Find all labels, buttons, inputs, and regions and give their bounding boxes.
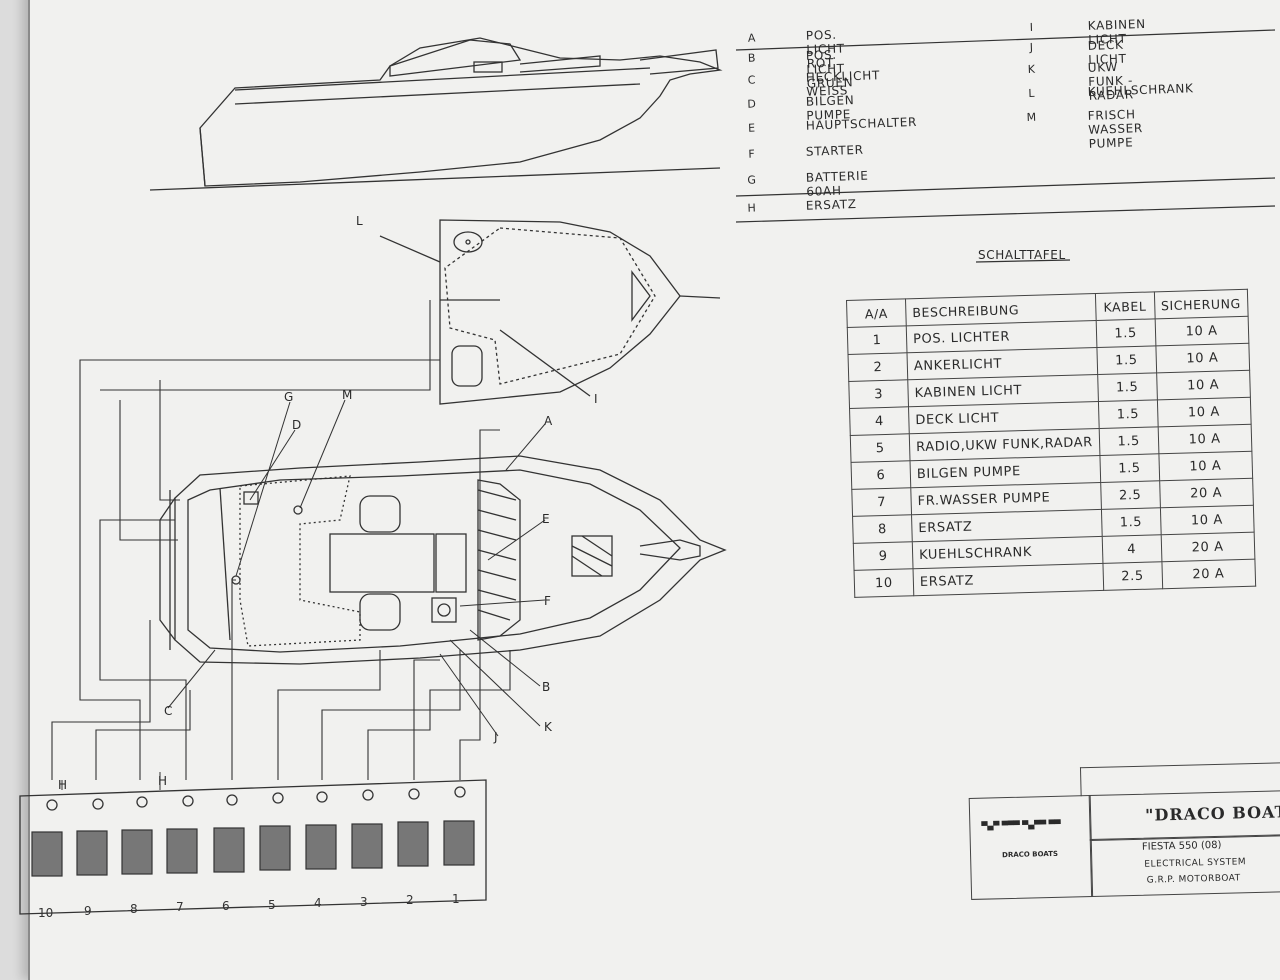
logo-box	[968, 795, 1094, 900]
legend-label: FRISCH WASSER PUMPE	[1087, 107, 1144, 151]
callout-B: B	[542, 680, 551, 694]
switch-number: 3	[360, 895, 368, 909]
column-header: A/A	[846, 298, 907, 328]
column-header: SICHERUNG	[1154, 289, 1248, 319]
table-cell: 3	[848, 379, 909, 409]
legend-key: A	[747, 31, 757, 45]
table-cell: 20 A	[1161, 559, 1256, 589]
switch-number: 9	[84, 904, 92, 918]
table-cell: 7	[851, 487, 912, 517]
legend-key: D	[747, 97, 757, 111]
drawing-sheet	[28, 0, 1280, 980]
table-cell: 4	[849, 406, 910, 436]
table-cell: 4	[1101, 534, 1162, 564]
table-cell: 10 A	[1160, 505, 1254, 535]
legend-key: K	[1027, 62, 1036, 77]
table-cell: 2.5	[1102, 561, 1163, 591]
switch-number: 5	[268, 898, 276, 912]
callout-I: I	[594, 392, 599, 406]
table-cell: 10 A	[1154, 316, 1249, 346]
switch-number: 1	[452, 892, 460, 906]
switch-number: 10	[38, 906, 54, 920]
legend-key: B	[747, 51, 757, 65]
table-cell: 1.5	[1096, 345, 1157, 375]
callout-A: A	[544, 414, 553, 428]
callout-D: D	[292, 418, 302, 432]
table-cell: 20 A	[1159, 478, 1253, 508]
legend-label: ERSATZ	[805, 196, 857, 213]
title-block: ▀▄▀ ▀▀▀ ▀▄▀▀ ▀▀ DRACO BOATS "DRACO BOAT …	[968, 761, 1280, 900]
legend-key: L	[1028, 86, 1036, 100]
legend-lines	[735, 29, 1276, 263]
legend-key: F	[748, 147, 756, 161]
switch-terminals	[46, 786, 466, 811]
legend-key: I	[1029, 20, 1034, 34]
table-cell: 2	[848, 352, 908, 382]
callout-J: J	[494, 730, 499, 744]
table-cell: 1.5	[1098, 426, 1159, 456]
callout-H-1: H	[58, 778, 68, 792]
legend-key: H	[747, 201, 757, 215]
boat-side-view	[149, 37, 723, 191]
table-cell: 20 A	[1160, 532, 1255, 562]
callout-G: G	[284, 390, 294, 404]
table-cell: 9	[853, 541, 914, 571]
logo-text: DRACO BOATS	[1001, 849, 1059, 860]
table-cell: 1.5	[1097, 372, 1158, 402]
column-header: KABEL	[1095, 291, 1155, 321]
table-cell: 1.5	[1098, 399, 1158, 429]
callout-F: F	[544, 594, 552, 608]
table-cell: 1.5	[1095, 318, 1156, 348]
table-cell: 10 A	[1158, 451, 1253, 481]
legend-label: STARTER	[805, 142, 864, 159]
callout-M: M	[342, 388, 353, 402]
table-cell: ERSATZ	[913, 563, 1104, 596]
callout-H-2: H	[158, 774, 168, 788]
table-cell: 6	[851, 460, 911, 490]
panel-title: SCHALTTAFEL	[978, 248, 1066, 262]
callout-K: K	[544, 720, 553, 734]
model-name: FIESTA 550 (08)	[1141, 839, 1222, 853]
table-cell: 2.5	[1100, 480, 1161, 510]
table-cell: 1.5	[1101, 507, 1161, 537]
switch-panel	[19, 779, 487, 915]
switch-number: 7	[176, 900, 184, 914]
legend-key: C	[747, 73, 757, 87]
legend-key: M	[1026, 110, 1038, 125]
callout-L: L	[356, 214, 364, 228]
table-cell: 1	[847, 325, 907, 355]
legend-key: G	[747, 173, 757, 187]
wiring-lines	[51, 300, 511, 780]
boat-top-view-main	[159, 455, 727, 665]
table-cell: 10 A	[1155, 343, 1250, 373]
boat-top-view-upper	[379, 219, 721, 405]
switch-number: 4	[314, 896, 322, 910]
switch-number: 2	[406, 893, 414, 907]
switch-fuse-blocks	[31, 820, 475, 877]
company-name: "DRACO BOAT	[1144, 802, 1280, 825]
callout-C: C	[164, 704, 173, 718]
header-box	[1079, 761, 1280, 797]
switch-number: 8	[130, 902, 138, 916]
table-cell: 10 A	[1157, 397, 1251, 427]
table-cell: 10	[854, 568, 914, 598]
legend-label: BATTERIE 60AH	[805, 168, 869, 199]
table-cell: 8	[852, 514, 913, 544]
boat-electrical-drawing	[19, 29, 1276, 915]
callout-E: E	[542, 512, 551, 526]
legend-key: E	[747, 121, 756, 135]
legend-key: J	[1029, 40, 1034, 54]
table-cell: 1.5	[1099, 453, 1160, 483]
switch-number: 6	[222, 899, 230, 913]
table-cell: 5	[850, 433, 911, 463]
callout-leaders	[61, 399, 546, 790]
table-cell: 10 A	[1157, 424, 1252, 454]
table-cell: 10 A	[1156, 370, 1250, 400]
